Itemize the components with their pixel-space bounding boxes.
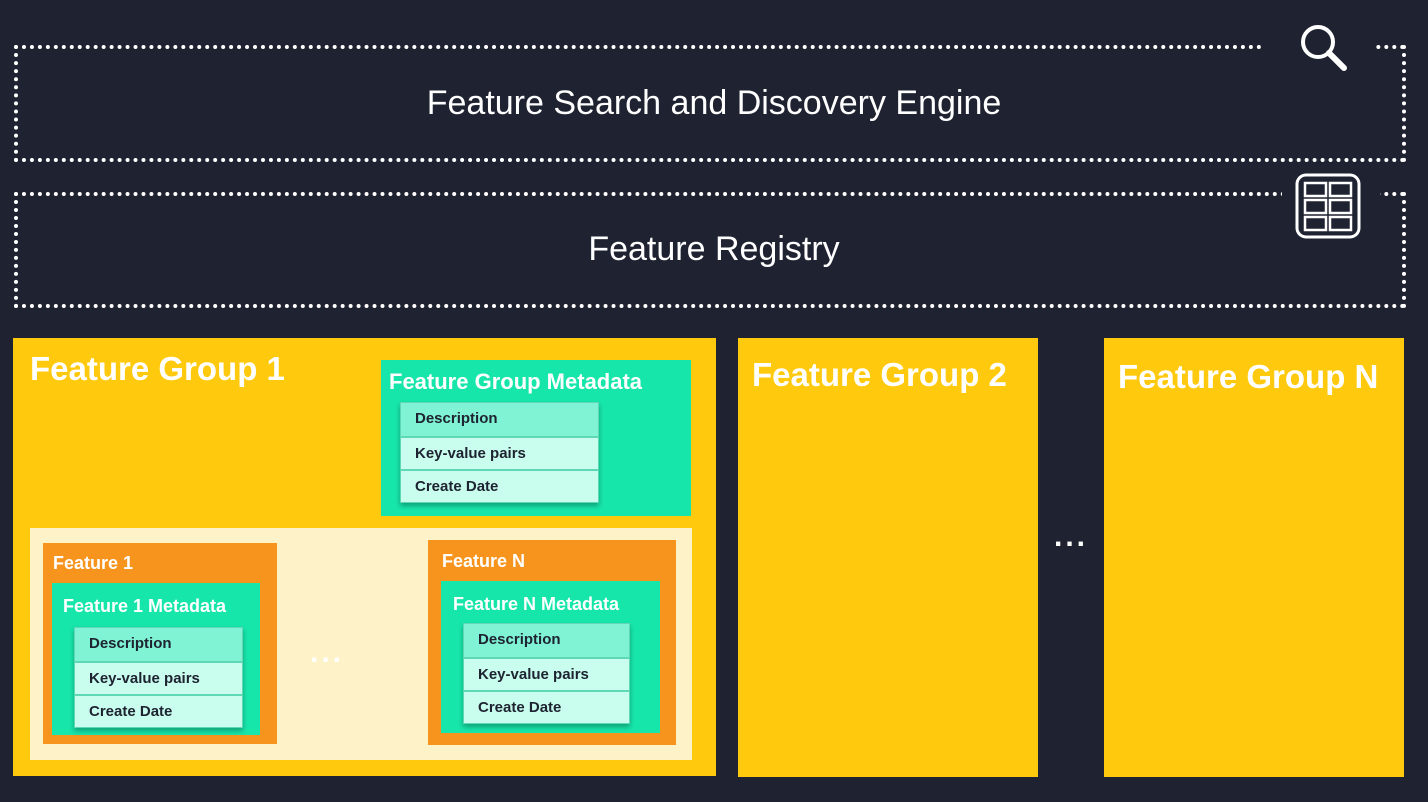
- feature-group-title: Feature Group 1: [30, 350, 285, 387]
- registry-grid-icon: [1295, 173, 1361, 239]
- metadata-table: Description Key-value pairs Create Date: [400, 402, 599, 503]
- search-icon: [1296, 20, 1352, 76]
- feature-n: Feature N Feature N Metadata Description…: [428, 540, 676, 745]
- feature-group-n: Feature Group N: [1104, 338, 1404, 777]
- search-engine-box: [14, 45, 1406, 162]
- metadata-row: Create Date: [464, 690, 629, 723]
- feature-registry-title: Feature Registry: [588, 230, 840, 268]
- feature-group-title: Feature Group N: [1118, 358, 1379, 395]
- metadata-title: Feature Group Metadata: [389, 369, 643, 394]
- search-engine-title: Feature Search and Discovery Engine: [426, 84, 1002, 122]
- groups-ellipsis: ...: [1054, 520, 1089, 553]
- metadata-row: Key-value pairs: [75, 661, 242, 694]
- feature-group-1: Feature Group 1 Feature Group Metadata D…: [13, 338, 716, 776]
- features-ellipsis: ...: [310, 636, 345, 669]
- metadata-table: Description Key-value pairs Create Date: [74, 627, 243, 728]
- metadata-row: Key-value pairs: [464, 657, 629, 690]
- metadata-table: Description Key-value pairs Create Date: [463, 623, 630, 724]
- metadata-title: Feature 1 Metadata: [63, 596, 227, 616]
- feature-group-2: Feature Group 2: [738, 338, 1038, 777]
- metadata-row: Description: [75, 628, 242, 661]
- metadata-row: Description: [401, 403, 598, 436]
- metadata-row: Key-value pairs: [401, 436, 598, 469]
- feature-metadata: Feature 1 Metadata Description Key-value…: [52, 583, 260, 735]
- metadata-row: Description: [464, 624, 629, 657]
- metadata-row: Create Date: [401, 469, 598, 502]
- metadata-row: Create Date: [75, 694, 242, 727]
- feature-metadata: Feature N Metadata Description Key-value…: [441, 581, 660, 733]
- feature-title: Feature 1: [53, 553, 134, 573]
- feature-group-title: Feature Group 2: [752, 356, 1007, 393]
- metadata-title: Feature N Metadata: [453, 594, 620, 614]
- feature-group-metadata: Feature Group Metadata Description Key-v…: [381, 360, 691, 516]
- feature-1: Feature 1 Feature 1 Metadata Description…: [43, 543, 277, 744]
- feature-title: Feature N: [442, 551, 526, 571]
- features-area: Feature 1 Feature 1 Metadata Description…: [30, 528, 692, 760]
- feature-registry-box: [14, 192, 1406, 308]
